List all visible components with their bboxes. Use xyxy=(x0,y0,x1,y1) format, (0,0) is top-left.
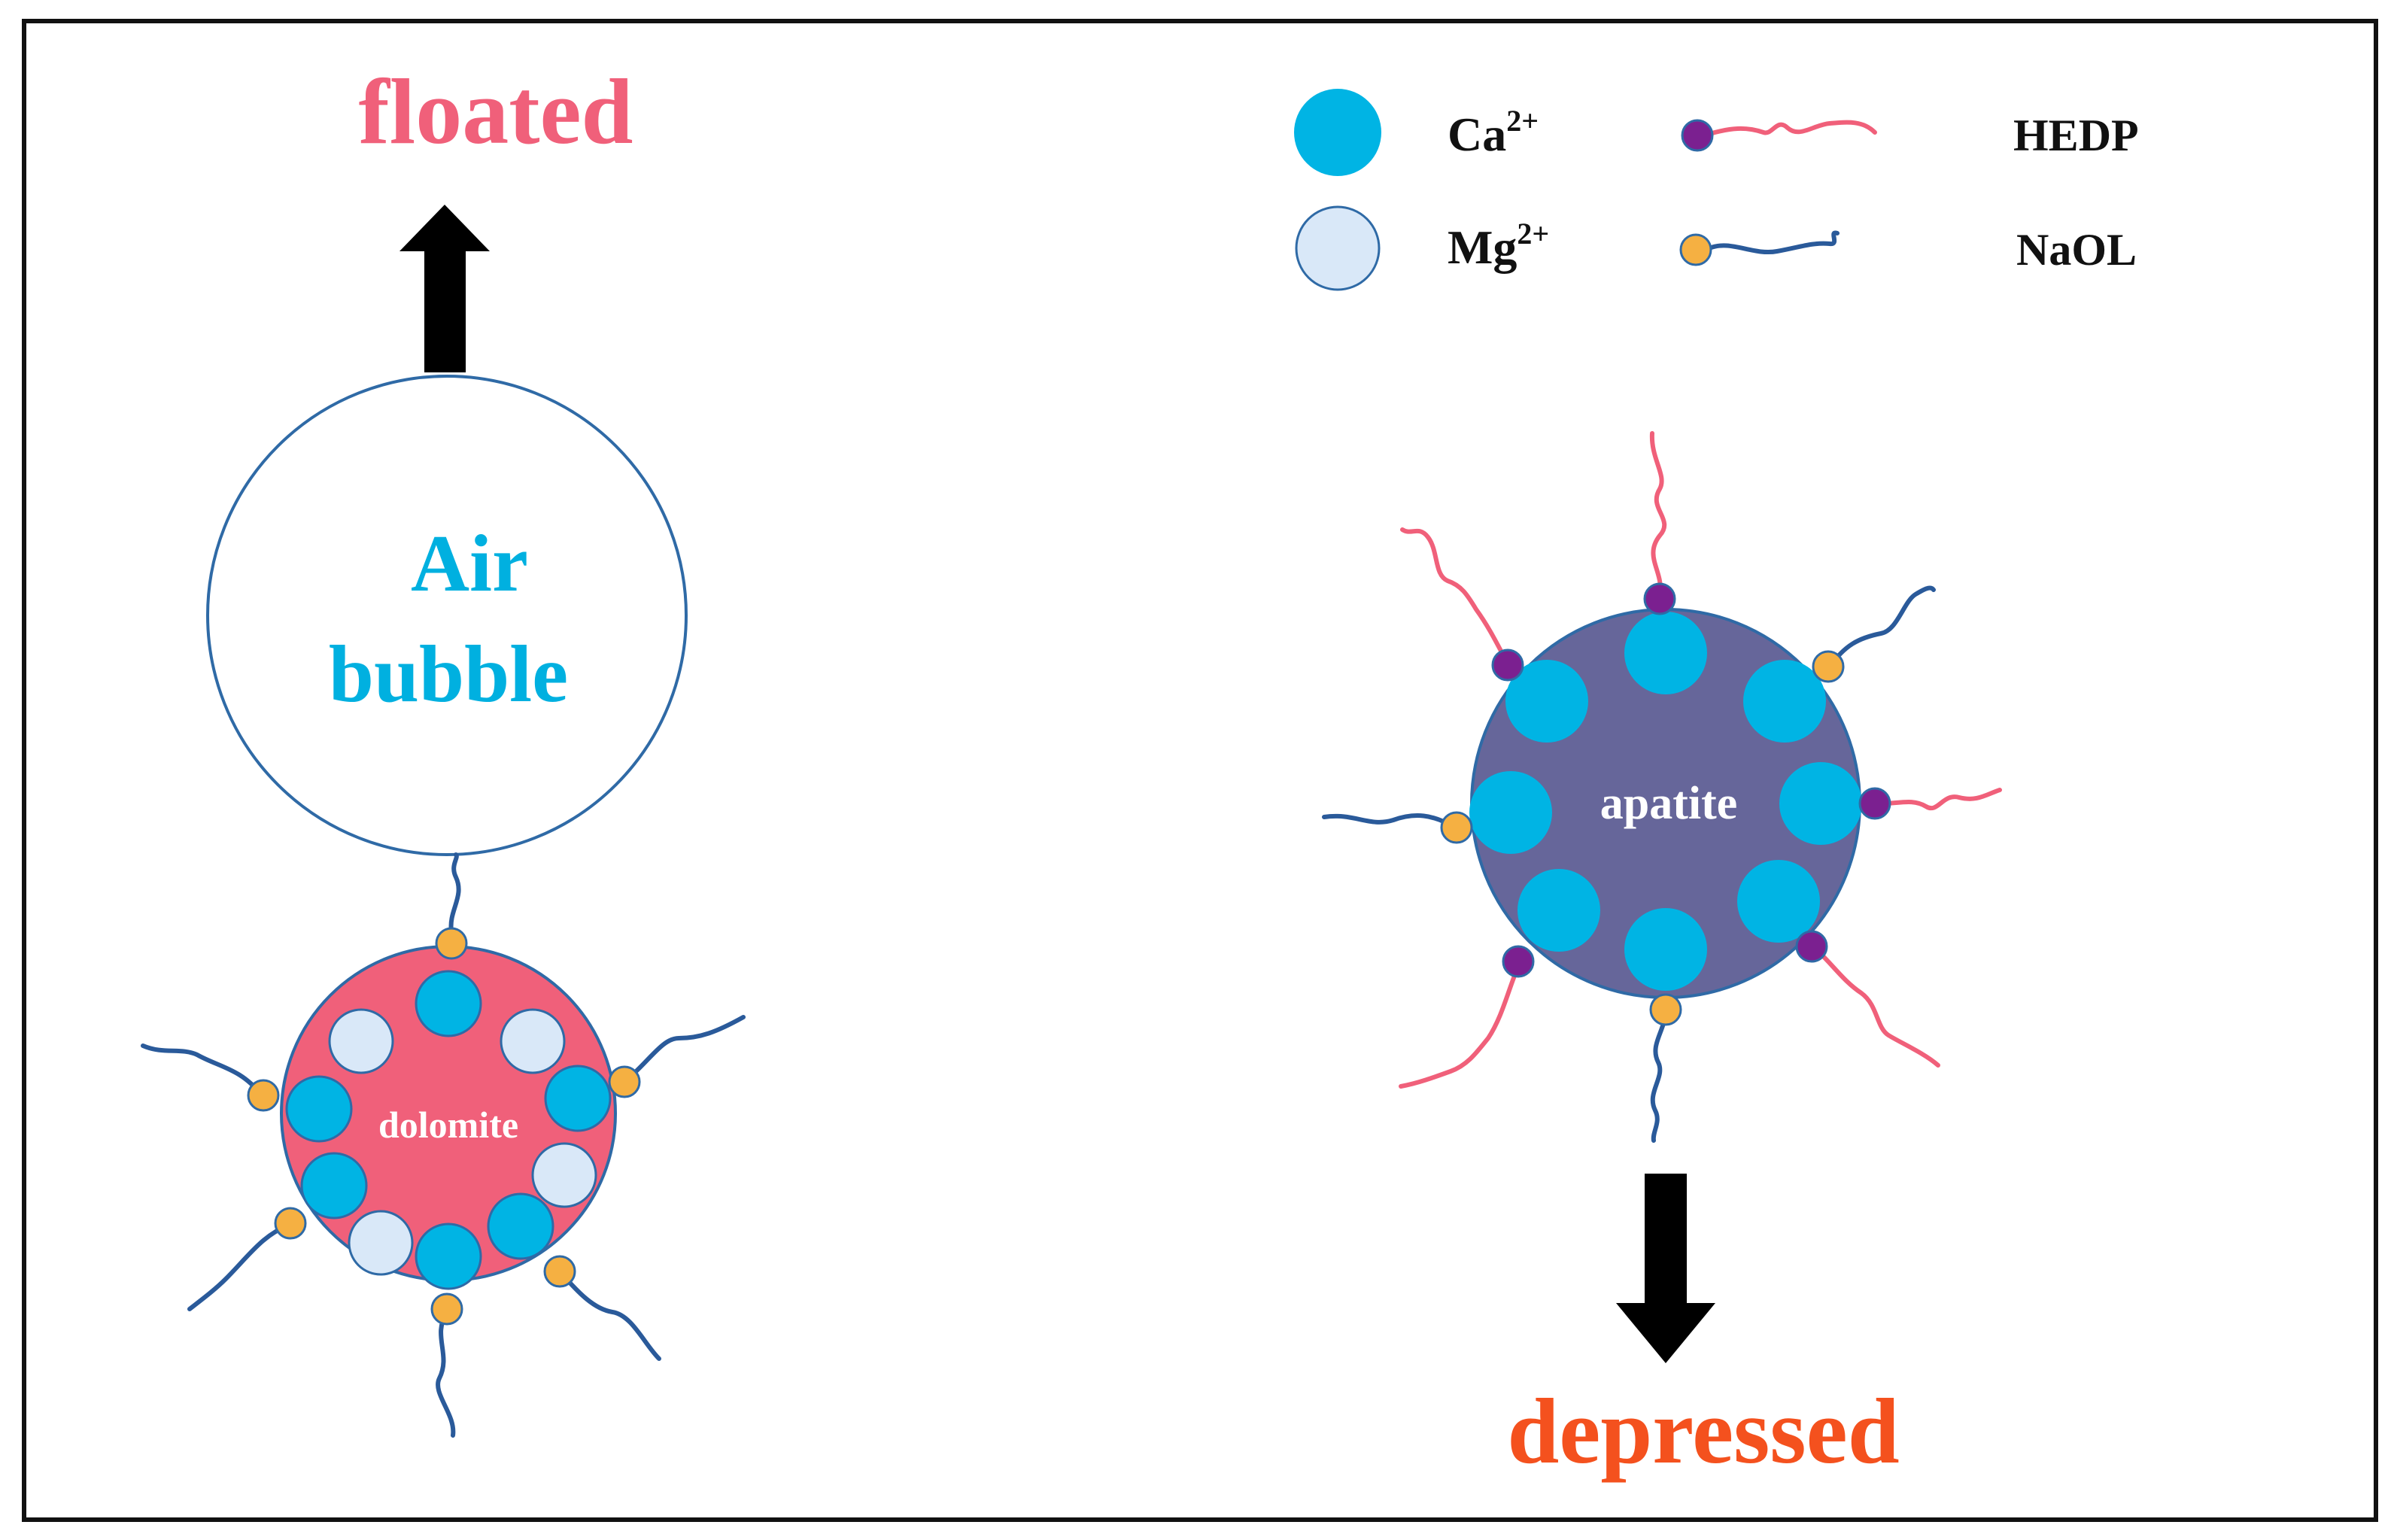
legend-hedp-label: HEDP xyxy=(2013,111,2139,160)
naol-head xyxy=(274,1207,307,1240)
ca-ion xyxy=(1779,762,1862,845)
apatite-ions xyxy=(1469,612,1862,991)
floated-label: floated xyxy=(358,60,633,163)
apatite-naol-tails xyxy=(1322,585,1936,1143)
naol-head xyxy=(247,1079,280,1112)
legend-ca-ion xyxy=(1294,89,1381,176)
ca-ion xyxy=(1505,660,1588,743)
apatite-hedp-heads xyxy=(1491,582,1891,978)
legend-naol-label: NaOL xyxy=(2016,225,2137,275)
naol-tail xyxy=(187,1223,293,1311)
naol-tail xyxy=(436,1310,456,1438)
ca-ion xyxy=(487,1192,554,1260)
naol-head xyxy=(1649,993,1682,1026)
bubble-label-line1: Air xyxy=(411,519,528,609)
down-arrow-icon xyxy=(1616,1174,1715,1363)
legend-naol-tail xyxy=(1707,230,1840,254)
legend-ca-label: Ca2+ xyxy=(1448,104,1539,161)
dolomite-label: dolomite xyxy=(378,1104,518,1146)
legend: Ca2+ Mg2+ HEDP NaOL xyxy=(1294,89,2139,291)
naol-tail xyxy=(141,1043,264,1098)
hedp-tail xyxy=(1873,788,2002,811)
ca-ion xyxy=(1517,869,1600,952)
dolomite-naol-heads xyxy=(247,927,641,1326)
naol-head xyxy=(1812,650,1845,683)
apatite-naol-heads xyxy=(1440,650,1845,1026)
hedp-tail xyxy=(1812,946,1940,1068)
naol-tail xyxy=(1650,1007,1668,1143)
ca-ion xyxy=(1624,908,1707,991)
hedp-head xyxy=(1858,787,1891,820)
legend-mg-ion xyxy=(1295,205,1381,291)
hedp-head xyxy=(1643,582,1676,615)
ca-ion xyxy=(1624,612,1707,694)
hedp-tail xyxy=(1400,527,1511,669)
ca-ion xyxy=(1737,860,1820,943)
hedp-head xyxy=(1795,930,1828,963)
apatite-label: apatite xyxy=(1600,778,1738,829)
depressed-label: depressed xyxy=(1507,1380,1899,1483)
naol-head xyxy=(608,1065,641,1098)
mg-ion xyxy=(348,1210,414,1276)
legend-naol-head xyxy=(1679,233,1712,266)
naol-tail xyxy=(1827,585,1936,669)
naol-head xyxy=(435,927,468,960)
apatite-hedp-tails xyxy=(1399,431,2002,1089)
naol-head xyxy=(430,1292,463,1326)
up-arrow-icon xyxy=(400,205,490,372)
bubble-label-line2: bubble xyxy=(329,630,568,719)
mg-ion xyxy=(500,1008,566,1074)
legend-hedp-tail xyxy=(1707,120,1877,136)
legend-mg-label: Mg2+ xyxy=(1448,217,1549,274)
ca-ion xyxy=(415,1223,482,1290)
mg-ion xyxy=(531,1142,597,1208)
air-bubble xyxy=(206,375,688,856)
naol-tail xyxy=(1322,813,1457,830)
hedp-tail xyxy=(1399,961,1522,1089)
hedp-tail xyxy=(1649,431,1667,597)
naol-head xyxy=(1440,811,1473,844)
ca-ion xyxy=(300,1152,368,1220)
ca-ion xyxy=(285,1075,353,1143)
hedp-head xyxy=(1502,945,1535,978)
mg-ion xyxy=(328,1008,394,1074)
naol-head xyxy=(543,1255,576,1288)
naol-tail xyxy=(448,852,461,934)
hedp-head xyxy=(1491,649,1524,682)
dolomite-naol-tails xyxy=(141,852,746,1438)
naol-tail xyxy=(557,1269,661,1361)
ca-ion xyxy=(544,1065,612,1132)
legend-hedp-head xyxy=(1681,119,1714,152)
dolomite-ions xyxy=(285,970,612,1290)
ca-ion xyxy=(415,970,482,1037)
ca-ion xyxy=(1743,660,1826,743)
naol-tail xyxy=(622,1015,746,1084)
ca-ion xyxy=(1469,771,1552,854)
